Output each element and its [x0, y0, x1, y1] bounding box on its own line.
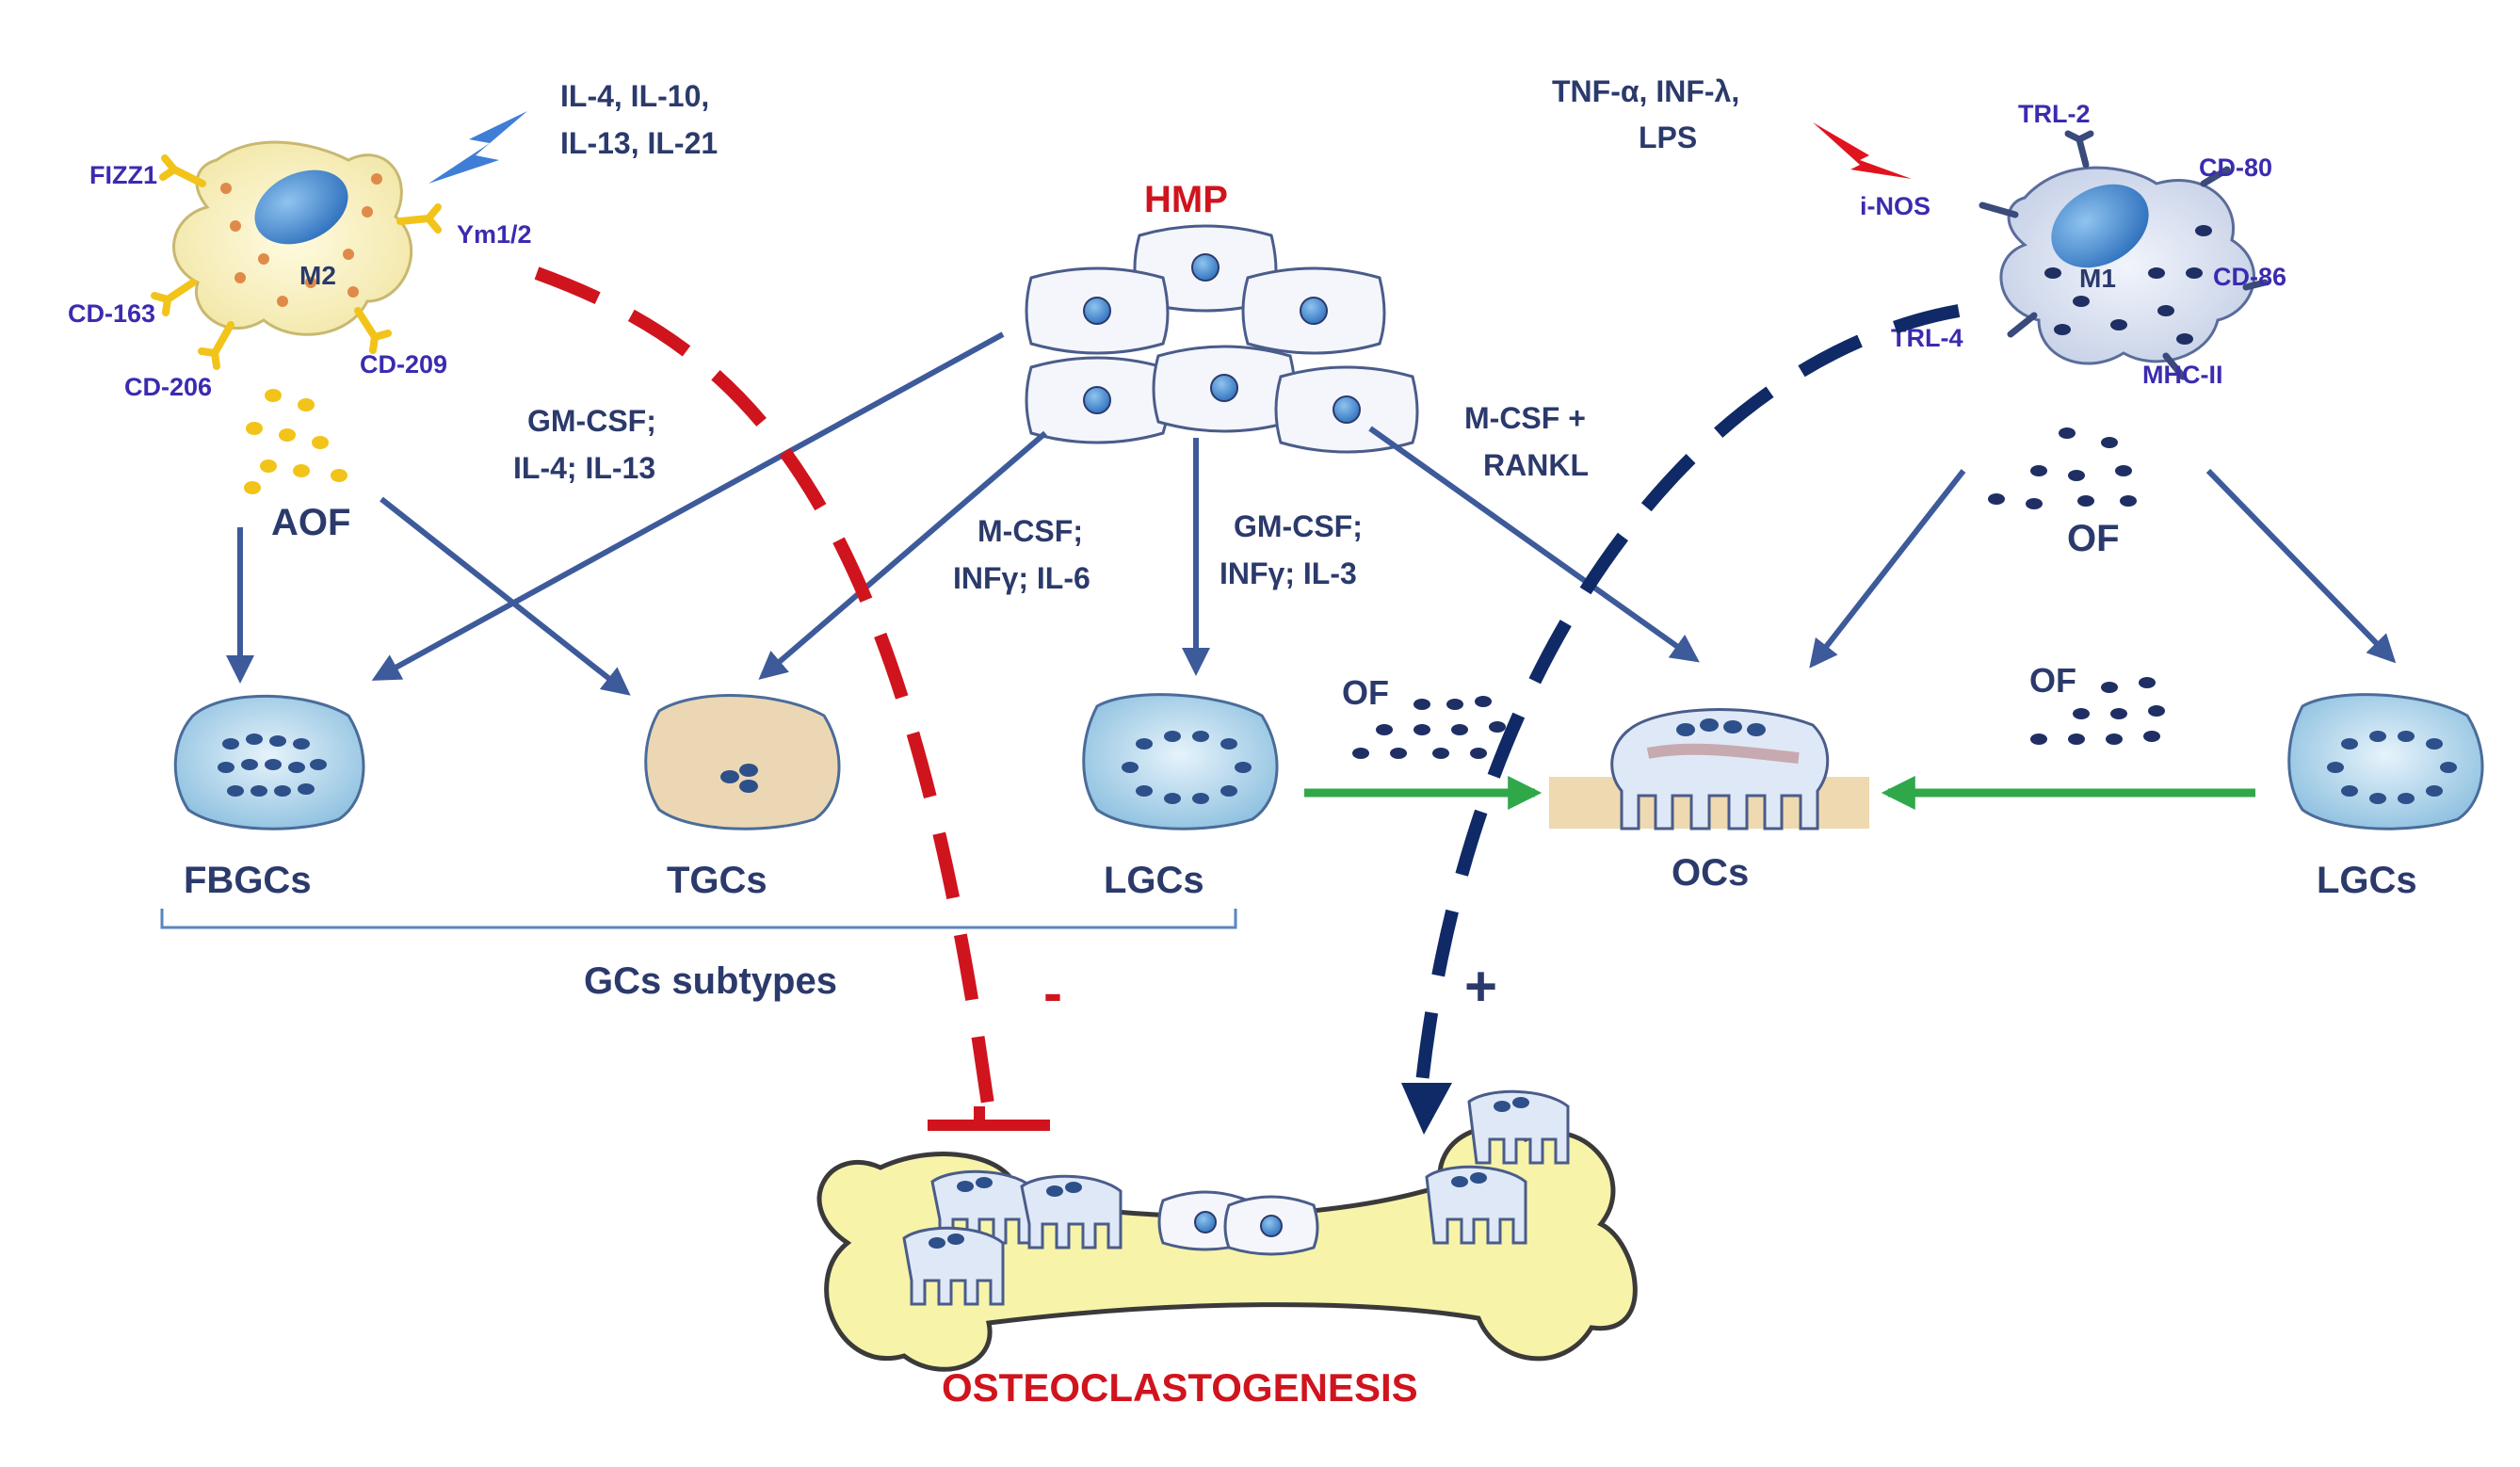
inhibition-dashed-line — [534, 266, 995, 1112]
of-far-label: OF — [2029, 661, 2076, 700]
osteoclast-cell — [1549, 708, 1869, 830]
hmp-cell-cluster — [1025, 224, 1419, 454]
inhibition-bar — [928, 1106, 1050, 1131]
lightning-bolt-icon — [428, 111, 527, 184]
of-dots-right — [1988, 427, 2137, 509]
of-dots-mid — [1352, 696, 1506, 759]
inos-label: i-NOS — [1860, 192, 1930, 220]
fbgcs-label: FBGCs — [184, 860, 312, 901]
m1-label: M1 — [2079, 264, 2116, 293]
il-m2-line2: IL-13, IL-21 — [560, 126, 718, 160]
mcsf-rankl-line2: RANKL — [1483, 448, 1589, 482]
red-lightning-icon — [1813, 122, 1912, 179]
cd86-label: CD-86 — [2213, 263, 2286, 291]
lgcs-right-label: LGCs — [2317, 860, 2417, 901]
gmcsf-inf-line2: INFγ; IL-3 — [1220, 556, 1357, 590]
of-mid-label: OF — [1342, 673, 1389, 712]
tgcs-label: TGCs — [667, 860, 767, 901]
osteoclastogenesis-label: OSTEOCLASTOGENESIS — [942, 1365, 1418, 1410]
minus-sign: - — [1043, 961, 1062, 1024]
gmcsf-il4-line2: IL-4; IL-13 — [513, 451, 655, 485]
activation-arrowhead — [1401, 1083, 1452, 1135]
aof-label: AOF — [271, 502, 350, 543]
differentiation-arrows — [226, 331, 2397, 696]
fizz1-label: FIZZ1 — [89, 161, 157, 189]
gcs-subtypes-bracket — [160, 909, 1237, 929]
ocs-label: OCs — [1672, 852, 1749, 894]
il-m2-line1: IL-4, IL-10, — [560, 79, 709, 113]
of-right-label: OF — [2067, 518, 2120, 559]
lgc-cell — [1082, 693, 1279, 830]
cd209-label: CD-209 — [360, 350, 447, 379]
m2-macrophage — [151, 140, 442, 370]
lgc-cell-right — [2287, 693, 2484, 830]
ym12-label: Ym1/2 — [457, 220, 532, 249]
mcsf-rankl-line1: M-CSF + — [1464, 401, 1586, 435]
tnf-line2: LPS — [1639, 121, 1697, 154]
bone — [816, 1089, 1638, 1372]
tgc-cell — [644, 694, 841, 830]
plus-sign: + — [1464, 955, 1497, 1018]
tnf-line1: TNF-α, INF-λ, — [1552, 74, 1739, 108]
lgcs-label: LGCs — [1104, 860, 1204, 901]
fbgc-cell — [173, 694, 365, 830]
cd163-label: CD-163 — [68, 299, 155, 328]
aof-dots — [244, 389, 347, 494]
of-dots-far — [2030, 677, 2165, 745]
cd80-label: CD-80 — [2199, 153, 2272, 182]
mcsf-inf-line2: INFγ; IL-6 — [953, 561, 1090, 595]
m2-label: M2 — [299, 261, 336, 290]
mhc2-label: MHC-II — [2142, 361, 2222, 389]
mcsf-inf-line1: M-CSF; — [977, 514, 1083, 548]
gcs-subtypes-label: GCs subtypes — [584, 960, 837, 1002]
m1-macrophage — [1979, 130, 2269, 380]
hmp-label: HMP — [1144, 179, 1228, 220]
gmcsf-il4-line1: GM-CSF; — [527, 404, 656, 438]
cd206-label: CD-206 — [124, 373, 212, 401]
activation-dashed-line — [1415, 304, 1961, 1084]
gmcsf-inf-line1: GM-CSF; — [1234, 509, 1363, 543]
trl2-label: TRL-2 — [2018, 100, 2091, 128]
